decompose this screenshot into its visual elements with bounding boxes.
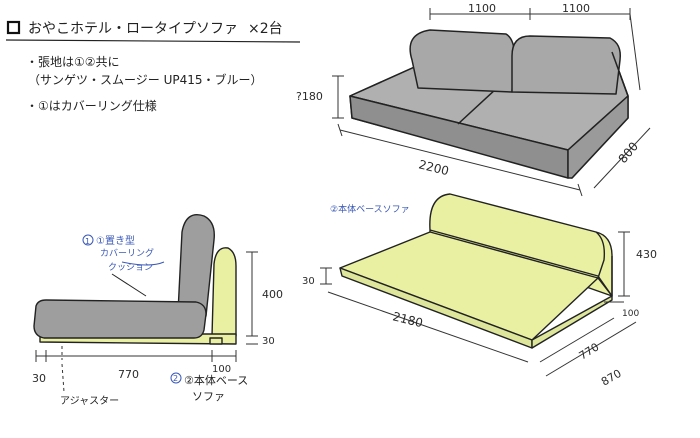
cushion-label-2: カバーリング — [100, 247, 154, 259]
base-back-thickness: 100 — [622, 309, 639, 319]
top-height: ?180 — [296, 90, 323, 103]
annotation-marker-2: 2 — [173, 374, 178, 383]
adjuster-label: アジャスター — [60, 395, 119, 407]
side-view-annotations — [82, 234, 182, 384]
top-depth: 800 — [616, 139, 641, 166]
base-label-2: ソファ — [192, 390, 225, 403]
top-sofa-dimensions — [332, 8, 651, 197]
annotation-marker-1: 1 — [85, 237, 90, 246]
base-total-depth: 870 — [599, 367, 624, 389]
base-sofa-dimensions — [320, 231, 637, 377]
base-sofa-drawing — [339, 193, 613, 349]
side-base-height: 30 — [262, 336, 275, 347]
header-note-2: （サンゲツ・スムージー UP415・ブルー） — [28, 72, 263, 87]
cushion-label-1: ①置き型 — [96, 234, 135, 247]
cushion-label-3: クッション — [108, 262, 153, 273]
side-back-thickness: 100 — [212, 364, 231, 375]
base-sofa-label: ②本体ベースソファ — [330, 203, 410, 215]
base-width: 2180 — [391, 309, 424, 330]
base-seat-height: 30 — [302, 276, 315, 287]
top-width-right: 1100 — [562, 2, 590, 15]
header-quantity: ×2台 — [248, 21, 283, 37]
header-note-3: ・①はカバーリング仕様 — [26, 99, 157, 113]
top-sofa-drawing — [349, 29, 629, 179]
base-label-1: ②本体ベース — [184, 373, 248, 387]
header-underline — [5, 39, 301, 43]
header-title: おやこホテル・ロータイプソファ — [28, 21, 238, 37]
title-checkbox-icon — [6, 20, 21, 35]
side-seat-depth: 770 — [118, 368, 139, 381]
base-back-height: 430 — [636, 248, 657, 261]
top-width-left: 1100 — [468, 2, 496, 15]
top-total-width: 2200 — [417, 157, 450, 178]
side-view-dimensions — [35, 251, 258, 393]
header-note-1: ・張地は①②共に — [26, 55, 120, 69]
side-left-offset: 30 — [32, 372, 46, 385]
side-view-drawing — [33, 214, 237, 345]
base-seat-depth: 770 — [577, 340, 602, 362]
cushion-leader-line — [111, 273, 147, 297]
side-back-height: 400 — [262, 288, 283, 301]
